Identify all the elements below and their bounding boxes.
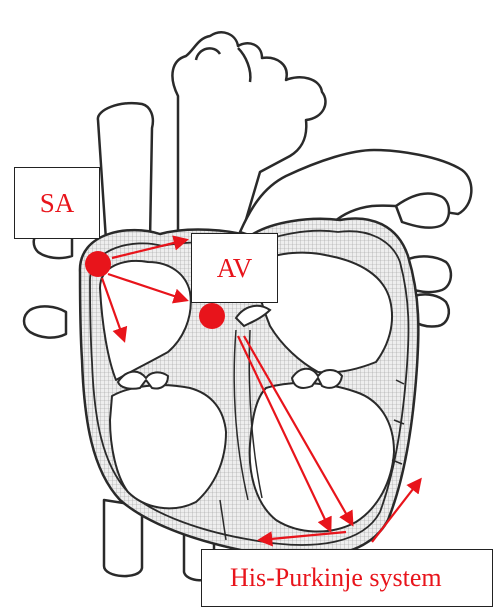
sa-label: SA <box>14 167 100 239</box>
his-purkinje-label-text: His-Purkinje system <box>230 563 442 593</box>
av-label: AV <box>191 233 278 303</box>
pulmonary-vein-left-lower <box>24 306 66 337</box>
av-label-text: AV <box>217 253 253 284</box>
sa-node <box>85 251 111 277</box>
his-purkinje-label: His-Purkinje system <box>201 549 493 607</box>
av-node <box>199 303 225 329</box>
sa-label-text: SA <box>40 188 75 219</box>
superior-vena-cava <box>98 103 153 240</box>
